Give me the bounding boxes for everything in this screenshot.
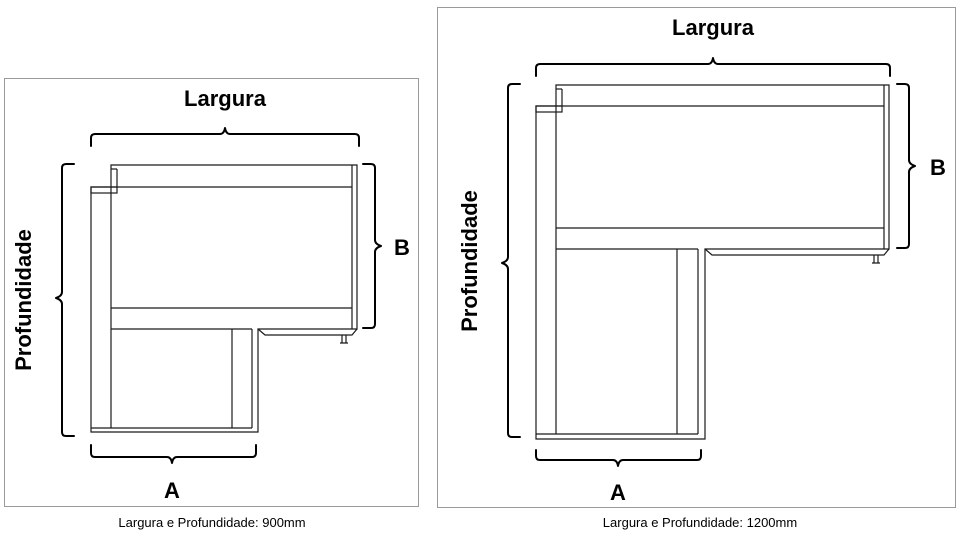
caption-900mm: Largura e Profundidade: 900mm — [118, 515, 306, 530]
desk-outline — [90, 164, 358, 433]
b-brace — [896, 83, 916, 249]
b-label: B — [394, 235, 410, 260]
b-brace — [362, 163, 382, 329]
b-label: B — [930, 155, 946, 180]
width-label: Largura — [672, 15, 755, 40]
desk-outline — [535, 84, 890, 440]
depth-label: Profundidade — [11, 229, 36, 371]
depth-label: Profundidade — [457, 190, 482, 332]
a-brace — [90, 444, 257, 464]
width-brace — [535, 57, 891, 77]
diagram-frame — [437, 7, 956, 508]
width-brace — [90, 127, 360, 147]
diagram-900mm: Largura Profundidade B A — [4, 78, 419, 507]
caption-1200mm: Largura e Profundidade: 1200mm — [602, 515, 798, 530]
depth-brace — [501, 83, 521, 438]
a-label: A — [610, 480, 626, 505]
diagram-1200mm: Largura Profundidade B A — [437, 7, 956, 508]
width-label: Largura — [184, 86, 267, 111]
a-label: A — [164, 478, 180, 503]
depth-brace — [55, 163, 75, 437]
a-brace — [535, 449, 702, 467]
